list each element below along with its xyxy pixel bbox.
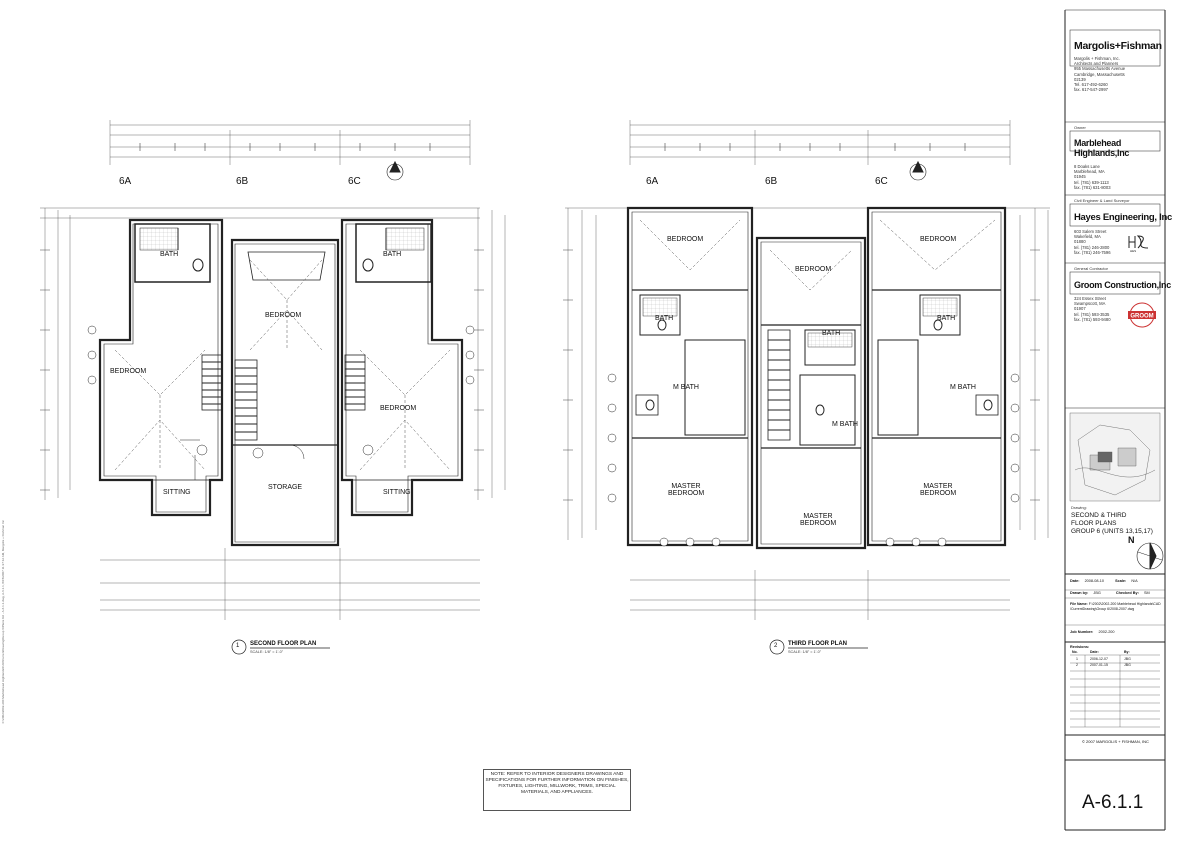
plan-title-third: THIRD FLOOR PLAN bbox=[788, 641, 847, 647]
room-label: BATH bbox=[383, 251, 402, 258]
room-label: M BATH bbox=[950, 384, 976, 391]
architect-block: Margolis+Fishman Margolis + Fishman, Inc… bbox=[1074, 40, 1174, 92]
plan-scale-second: SCALE: 1/8" = 1'-0" bbox=[250, 650, 284, 654]
key-plan bbox=[1069, 412, 1161, 502]
plan-scale-third: SCALE: 1/8" = 1'-0" bbox=[788, 650, 822, 654]
room-label: BEDROOM bbox=[920, 236, 957, 243]
room-label: MASTER BEDROOM bbox=[920, 483, 957, 497]
second-floor-plan bbox=[40, 120, 506, 655]
room-label: BEDROOM bbox=[795, 266, 832, 273]
contractor-name: Groom Construction,Inc bbox=[1074, 280, 1171, 290]
owner-heading: Owner bbox=[1074, 125, 1086, 130]
unit-label-6c-second: 6C bbox=[348, 176, 361, 187]
third-floor-plan bbox=[563, 120, 1050, 655]
room-label: STORAGE bbox=[268, 484, 303, 491]
engineer-block: Civil Engineer & Land Surveyor Hayes Eng… bbox=[1074, 198, 1174, 255]
designer-note: NOTE: REFER TO INTERIOR DESIGNERS DRAWIN… bbox=[483, 769, 631, 811]
room-label: BEDROOM bbox=[380, 405, 417, 412]
unit-label-6a-second: 6A bbox=[119, 176, 132, 187]
plan-number-second: 1 bbox=[236, 643, 240, 649]
contractor-address: 324 Essex Street Swampscott, MA 01907 te… bbox=[1074, 296, 1111, 322]
room-label: MASTER BEDROOM bbox=[800, 513, 837, 527]
room-label: BEDROOM bbox=[265, 312, 302, 319]
groom-logo-icon: GROOM bbox=[1128, 302, 1156, 328]
room-label: M BATH bbox=[673, 384, 699, 391]
drawing-title: SECOND & THIRD FLOOR PLANS GROUP 6 (UNIT… bbox=[1071, 512, 1153, 535]
plan-number-third: 2 bbox=[774, 643, 778, 649]
job-number-row: Job Number: 2002-200 bbox=[1070, 630, 1115, 634]
north-arrow-icon bbox=[1136, 542, 1164, 570]
rev-col-date: Date: bbox=[1090, 650, 1099, 654]
rev-1-by: JBG bbox=[1124, 657, 1131, 661]
room-label: BATH bbox=[937, 315, 956, 322]
engineer-heading: Civil Engineer & Land Surveyor bbox=[1074, 198, 1130, 203]
date-scale-row: Date: 2008-08-10 Scale: N/A bbox=[1070, 579, 1138, 583]
owner-block: Owner Marblehead Highlands,Inc 8 Doaks L… bbox=[1074, 125, 1174, 190]
room-label: SITTING bbox=[163, 489, 191, 496]
rev-2-no: 2 bbox=[1076, 663, 1078, 667]
room-label: M BATH bbox=[832, 421, 858, 428]
room-label: BATH bbox=[160, 251, 179, 258]
north-label: N bbox=[1128, 535, 1135, 545]
room-label: SITTING bbox=[383, 489, 411, 496]
rev-col-no: No. bbox=[1072, 650, 1078, 654]
drawing-heading: Drawing: bbox=[1071, 505, 1087, 510]
sheet-number: A-6.1.1 bbox=[1082, 792, 1144, 813]
hayes-logo-text: HES bbox=[1130, 249, 1137, 253]
engineer-name: Hayes Engineering, Inc bbox=[1074, 212, 1172, 223]
architect-name: Margolis+Fishman bbox=[1074, 40, 1162, 52]
room-label: BEDROOM bbox=[667, 236, 704, 243]
rev-2-by: JBG bbox=[1124, 663, 1131, 667]
unit-label-6c-third: 6C bbox=[875, 176, 888, 187]
file-path-margin-text: F:\2002\2002-200 Marblehead Highlands\CA… bbox=[1, 520, 5, 724]
room-label: MASTER BEDROOM bbox=[668, 483, 705, 497]
owner-name: Marblehead Highlands,Inc bbox=[1074, 138, 1130, 158]
unit-label-6b-third: 6B bbox=[765, 176, 778, 187]
file-name-row: File Name: F:\2002\2002-200 Marblehead H… bbox=[1070, 602, 1161, 611]
contractor-block: General Contractor Groom Construction,In… bbox=[1074, 266, 1174, 322]
rev-1-date: 2006-12-07 bbox=[1090, 657, 1108, 661]
revisions-heading: Revisions: bbox=[1070, 645, 1090, 649]
architect-address: Margolis + Fishman, Inc. Architects and … bbox=[1074, 56, 1126, 93]
plan-title-second: SECOND FLOOR PLAN bbox=[250, 641, 317, 647]
drawing-title-block: Drawing: SECOND & THIRD FLOOR PLANS GROU… bbox=[1071, 505, 1171, 536]
engineer-address: 603 Salem Street Wakefield, MA 01880 tel… bbox=[1074, 229, 1111, 255]
room-label: BEDROOM bbox=[110, 368, 147, 375]
rev-2-date: 2007-01-15 bbox=[1090, 663, 1108, 667]
hayes-logo-icon bbox=[1128, 235, 1149, 249]
rev-col-by: By: bbox=[1124, 650, 1130, 654]
room-label: BATH bbox=[822, 330, 841, 337]
rev-1-no: 1 bbox=[1076, 657, 1078, 661]
groom-logo-text: GROOM bbox=[1130, 314, 1153, 320]
contractor-heading: General Contractor bbox=[1074, 266, 1109, 271]
unit-label-6b-second: 6B bbox=[236, 176, 249, 187]
room-label: BATH bbox=[655, 315, 674, 322]
owner-address: 8 Doaks Lane Marblehead, MA 01945 tel. (… bbox=[1074, 164, 1111, 190]
copyright: © 2007 MARGOLIS + FISHMAN, INC bbox=[1082, 739, 1149, 744]
drawn-checked-row: Drawn by: JBG Checked By: SM bbox=[1070, 591, 1150, 595]
unit-label-6a-third: 6A bbox=[646, 176, 659, 187]
